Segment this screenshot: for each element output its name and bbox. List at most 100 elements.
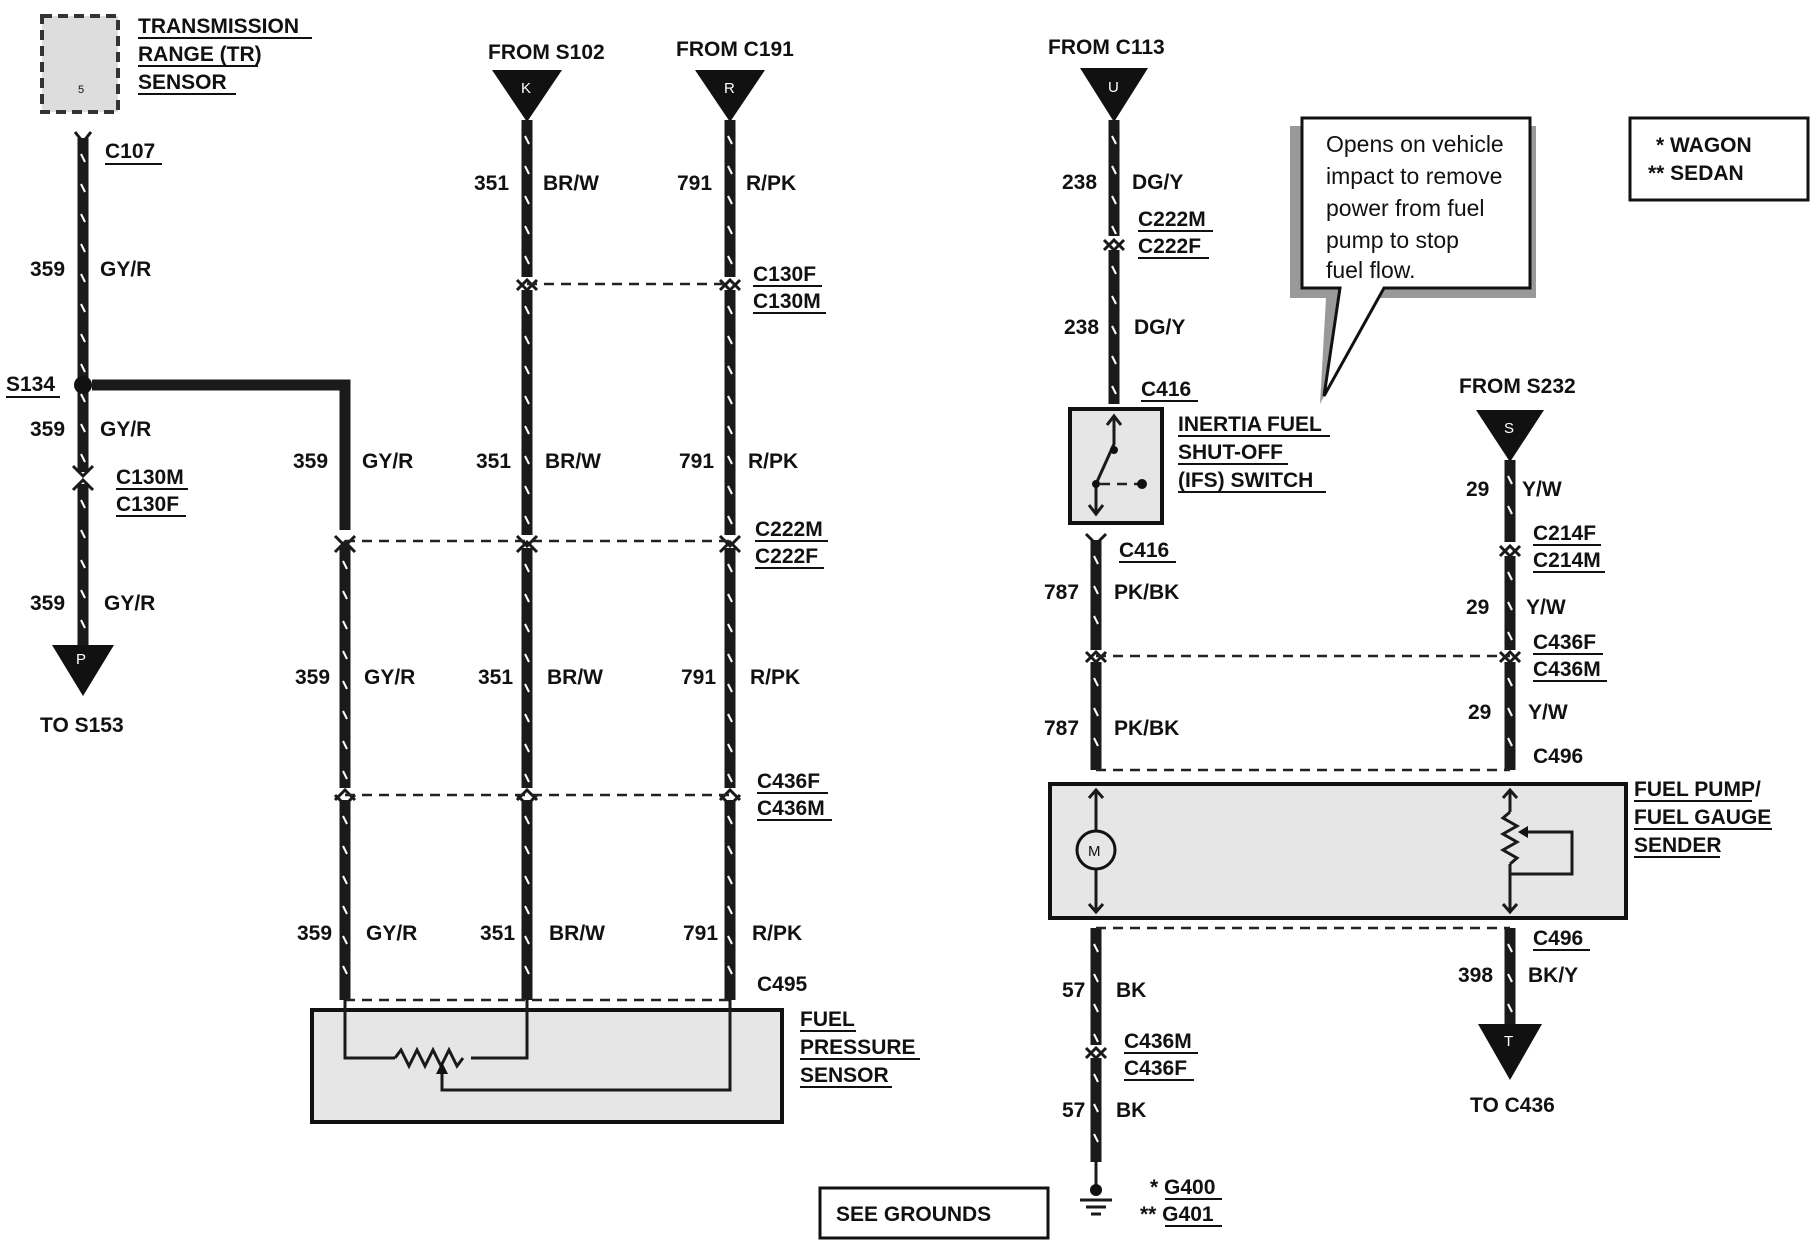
wire-stripe [80, 499, 86, 509]
wire-stripe [727, 335, 733, 345]
wire-stripe [80, 453, 86, 463]
terminal-t [1478, 1024, 1542, 1080]
wire-stripe [524, 935, 530, 945]
column-787-57: C416 787 PK/BK 787 PK/BK 57 BK C436M C43… [1044, 532, 1222, 1227]
wire-stripe [524, 773, 530, 783]
c436f-label: C436F [1124, 1057, 1187, 1080]
motor-letter: M [1088, 843, 1101, 860]
wire-stripe [1093, 1033, 1099, 1043]
wire-stripe [80, 619, 86, 629]
wire-351-color: BR/W [549, 922, 605, 945]
wire-stripe [342, 875, 348, 885]
wire-57-color: BK [1116, 979, 1146, 1002]
terminal-k-letter: K [521, 80, 531, 97]
wire-359-color: GY/R [366, 922, 417, 945]
wire-stripe [727, 773, 733, 783]
wire-stripe [727, 515, 733, 525]
terminal-t-letter: T [1504, 1033, 1513, 1050]
tr-sensor-title-1: TRANSMISSION [138, 15, 299, 38]
wire-351-num: 351 [478, 666, 513, 689]
wire-stripe [1093, 1133, 1099, 1143]
wire-stripe [524, 743, 530, 753]
callout-line-1: Opens on vehicle [1326, 131, 1504, 157]
wire-791-num: 791 [681, 666, 716, 689]
wire-stripe [1093, 943, 1099, 953]
c436f-label: C436F [757, 770, 820, 793]
wire-stripe [727, 455, 733, 465]
c130m-label: C130M [116, 466, 184, 489]
c222f-label: C222F [755, 545, 818, 568]
see-grounds-box: SEE GROUNDS [818, 1186, 1050, 1240]
fuel-pump-label-3: SENDER [1634, 834, 1722, 857]
wire-stripe [727, 225, 733, 235]
wire-stripe [1093, 737, 1099, 747]
wire-stripe [1093, 707, 1099, 717]
see-grounds-label: SEE GROUNDS [836, 1203, 991, 1226]
wire-stripe [1507, 973, 1513, 983]
to-c436-label: TO C436 [1470, 1094, 1555, 1117]
wire-stripe [524, 165, 530, 175]
c222m-label: C222M [1138, 208, 1206, 231]
wire-stripe [727, 165, 733, 175]
wire-stripe [524, 965, 530, 975]
wire-351-num: 351 [474, 172, 509, 195]
wire-stripe [342, 680, 348, 690]
wire-stripe [727, 935, 733, 945]
wire-stripe [727, 305, 733, 315]
wire-stripe [1093, 615, 1099, 625]
wire-stripe [342, 815, 348, 825]
splice-branch-wire [92, 379, 351, 530]
wire-359-num: 359 [293, 450, 328, 473]
wire-stripe [1093, 555, 1099, 565]
wire-359-num: 359 [295, 666, 330, 689]
s134-label: S134 [6, 373, 55, 396]
wire-238-num: 238 [1064, 316, 1099, 339]
wire-787-num: 787 [1044, 717, 1079, 740]
wire-57-num: 57 [1062, 979, 1085, 1002]
wire-stripe [524, 623, 530, 633]
wire-stripe [1507, 707, 1513, 717]
wire-stripe [80, 273, 86, 283]
wire-stripe [1507, 737, 1513, 747]
terminal-u [1080, 68, 1148, 122]
wire-stripe [1111, 135, 1117, 145]
wire-stripe [727, 905, 733, 915]
wire-57-color: BK [1116, 1099, 1146, 1122]
wire-stripe [524, 815, 530, 825]
tr-sensor: 5 TRANSMISSION RANGE (TR) SENSOR [40, 14, 312, 114]
wire-stripe [524, 425, 530, 435]
wire-stripe [342, 650, 348, 660]
wire-stripe [342, 560, 348, 570]
wire-stripe [1093, 973, 1099, 983]
wire-238-color: DG/Y [1132, 171, 1183, 194]
wire-stripe [727, 653, 733, 663]
column-351: FROM S102 K 351 BR/W 351 BR/W 351 BR/W 3… [474, 41, 605, 1000]
wire-359-color: GY/R [100, 258, 151, 281]
c214f-label: C214F [1533, 522, 1596, 545]
wire-stripe [727, 713, 733, 723]
wire-stripe [1507, 505, 1513, 515]
wire-stripe [727, 875, 733, 885]
wire-stripe [1507, 475, 1513, 485]
potentiometer-icon [393, 1046, 465, 1070]
splice-s134-dot [74, 376, 92, 394]
wire-stripe [524, 713, 530, 723]
wire-791-color: R/PK [750, 666, 800, 689]
from-c191-label: FROM C191 [676, 38, 794, 61]
callout-line-4: pump to stop [1326, 227, 1459, 253]
wire-stripe [524, 593, 530, 603]
wire-stripe [342, 845, 348, 855]
wire-359-color: GY/R [364, 666, 415, 689]
wire-29-num: 29 [1466, 596, 1489, 619]
c130f-label: C130F [753, 263, 816, 286]
wire-351-color: BR/W [547, 666, 603, 689]
wire-stripe [727, 255, 733, 265]
wire-stripe [342, 710, 348, 720]
wire-791-color: R/PK [752, 922, 802, 945]
wire-stripe [727, 845, 733, 855]
c416-label: C416 [1119, 539, 1169, 562]
from-c113-label: FROM C113 [1048, 36, 1165, 59]
wire-359-num: 359 [297, 922, 332, 945]
wire-791-num: 791 [683, 922, 718, 945]
